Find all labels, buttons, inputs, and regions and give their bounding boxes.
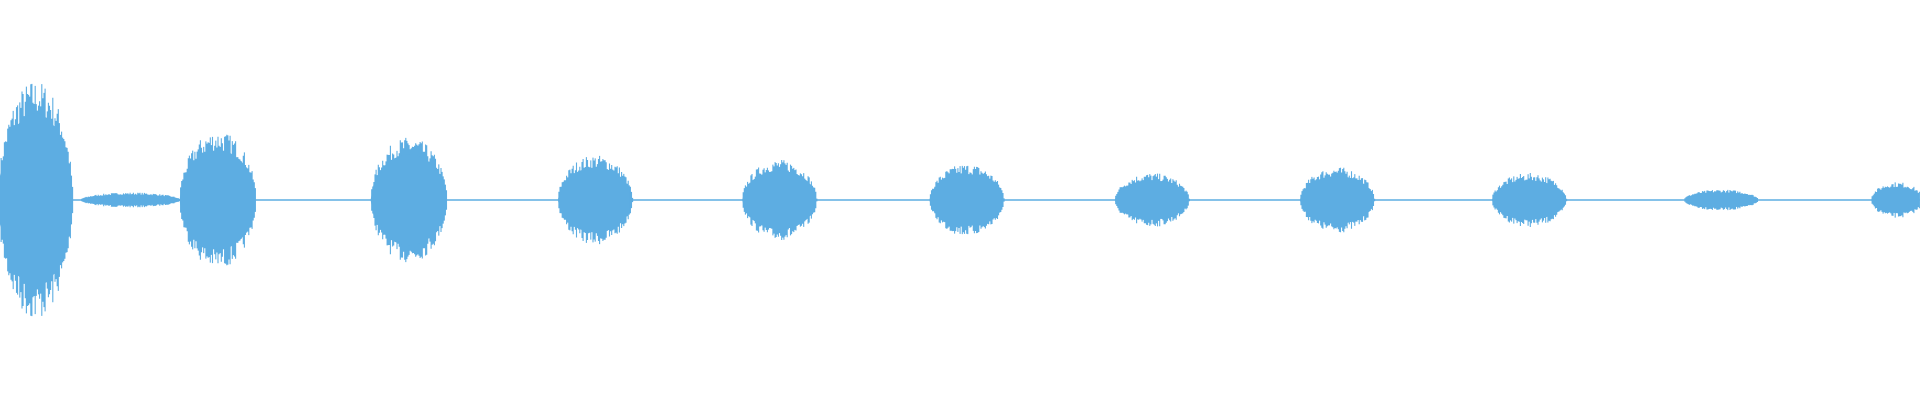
- waveform-burst-core: [1683, 192, 1756, 208]
- waveform-burst-core: [929, 174, 1002, 226]
- waveform-burst-core: [1299, 176, 1372, 224]
- waveform-burst: [1491, 173, 1568, 227]
- waveform-burst-core: [557, 167, 630, 233]
- waveform-burst: [929, 165, 1005, 235]
- waveform-burst: [1871, 182, 1920, 218]
- waveform-burst: [1299, 167, 1376, 233]
- waveform-burst: [370, 137, 448, 263]
- waveform-burst: [80, 192, 181, 208]
- waveform-bursts: [0, 83, 1920, 317]
- waveform-burst-core: [1114, 180, 1187, 220]
- waveform-burst: [179, 134, 256, 266]
- waveform-burst: [742, 160, 818, 240]
- waveform-burst: [1683, 189, 1760, 211]
- waveform-burst-core: [1491, 180, 1564, 220]
- waveform-burst-core: [1871, 187, 1919, 213]
- waveform-burst-core: [370, 154, 446, 246]
- waveform-burst-core: [179, 150, 255, 250]
- waveform-burst-core: [742, 170, 815, 230]
- waveform-burst-core: [80, 194, 180, 206]
- waveform-burst: [1114, 173, 1190, 227]
- waveform-burst-core: [0, 113, 72, 287]
- waveform-burst: [0, 83, 74, 317]
- waveform-burst: [557, 155, 634, 245]
